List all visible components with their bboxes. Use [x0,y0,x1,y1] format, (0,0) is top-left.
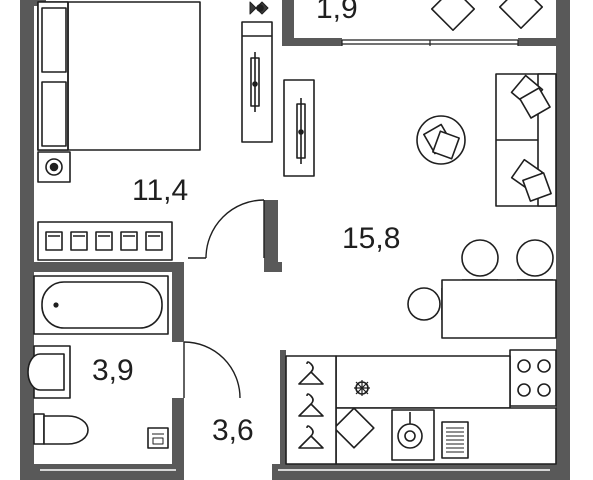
coat-hanger-icon [298,393,324,417]
kitchen-counter [335,355,557,465]
room-labels: 1,9 11,4 15,8 3,9 3,6 [92,0,400,447]
room-area-living: 15,8 [342,222,400,255]
closet-icon [285,355,337,465]
sink-icon [27,345,71,399]
wall-bedroom-partition-foot [264,262,282,272]
wall-outer-left [20,0,34,480]
tv-icon [250,52,260,112]
wall-balcony-left [282,0,294,46]
coat-hanger-icon [298,361,324,385]
cooktop-icon [509,349,557,407]
washing-machine-icon [441,421,469,459]
furniture [27,0,557,465]
balcony-rail [341,39,519,46]
room-area-bedroom: 11,4 [132,174,188,207]
walls [20,0,570,480]
door-swing-icon [188,199,265,259]
kitchen-sink-icon [391,409,435,461]
bed-icon [37,1,201,151]
wall-bedroom-bath-left [34,262,184,272]
wall-balcony-bottom-right [518,38,556,46]
wall-outer-right [556,0,570,480]
doors [183,199,265,399]
coat-hanger-icon [298,425,324,449]
wall-closet-left [280,350,286,480]
dining-table-icon [441,279,557,339]
bathtub-icon [33,275,169,335]
room-area-bathroom: 3,9 [92,354,134,387]
tv-stand-icon [283,79,315,177]
round-table-icon [416,115,466,165]
chair-icon [516,239,554,281]
plant-icon [246,0,274,18]
room-area-balcony: 1,9 [316,0,358,25]
chair-icon [430,0,476,32]
chair-icon [407,287,443,321]
chair-icon [461,239,499,281]
laundry-basket-icon [147,427,169,449]
wall-bottom-right [272,464,556,480]
wall-bottom-left [34,464,184,480]
sofa-icon [495,73,557,207]
wall-bedroom-partition [264,200,278,272]
dishwasher-icon [333,407,375,449]
radiator-icon [37,221,173,261]
door-swing-icon [183,341,241,399]
ventilation-icon [354,380,370,396]
lamp-icon [37,151,71,183]
chair-icon [498,0,544,30]
wall-bath-right-upper [172,262,184,342]
wall-balcony-bottom-left [282,38,342,46]
toilet-icon [33,413,89,445]
wall-bath-right-lower [172,398,184,480]
room-area-hallway: 3,6 [212,414,254,447]
